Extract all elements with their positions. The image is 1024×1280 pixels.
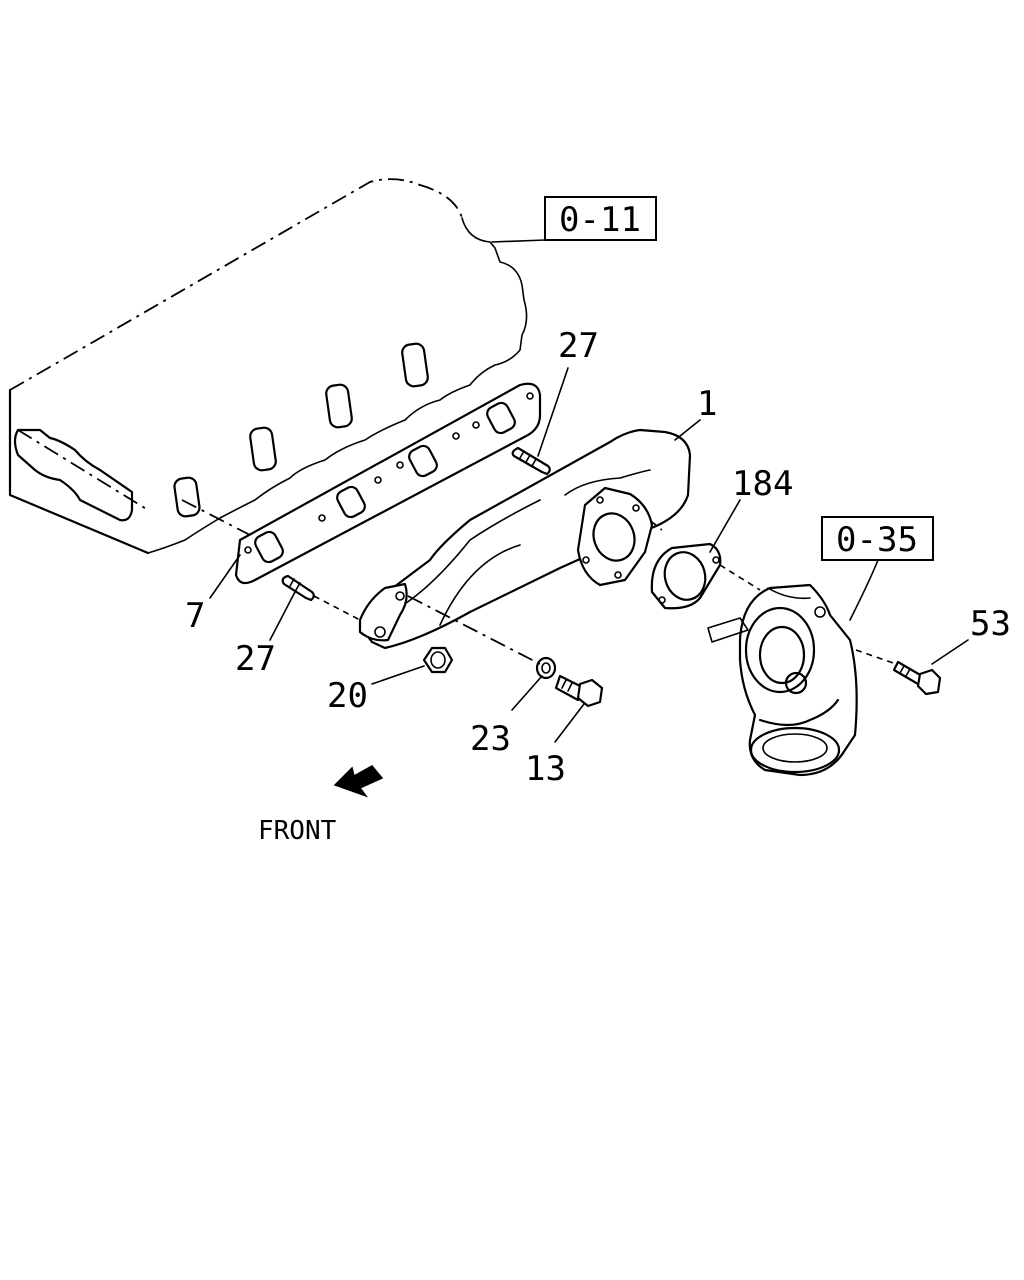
manifold-gasket — [234, 382, 542, 585]
centerlines — [407, 521, 897, 665]
washer — [535, 656, 557, 680]
stud-top — [511, 446, 551, 476]
reference-box-0-11[interactable]: 0-11 — [544, 196, 657, 241]
callout-53[interactable]: 53 — [970, 604, 1011, 644]
stud-bottom — [281, 574, 361, 621]
exhaust-valve-assembly — [707, 583, 858, 777]
cylinder-head-outline — [8, 178, 528, 555]
callout-7[interactable]: 7 — [185, 596, 205, 636]
callout-1[interactable]: 1 — [697, 384, 717, 424]
outlet-gasket — [650, 542, 722, 610]
callout-27-bottom[interactable]: 27 — [235, 639, 276, 679]
nut — [422, 646, 454, 674]
exhaust-manifold — [358, 428, 692, 650]
bolt — [554, 674, 604, 708]
callout-27-top[interactable]: 27 — [558, 326, 599, 366]
reference-label-0-35: 0-35 — [836, 520, 918, 560]
callout-184[interactable]: 184 — [732, 464, 793, 504]
reference-box-0-35[interactable]: 0-35 — [821, 516, 934, 561]
leader-lines — [209, 239, 969, 743]
front-label: FRONT — [258, 816, 337, 846]
bolt-valve — [892, 660, 942, 696]
callout-23[interactable]: 23 — [470, 719, 511, 759]
callout-13[interactable]: 13 — [525, 749, 566, 789]
callout-20[interactable]: 20 — [327, 676, 368, 716]
front-arrow-icon — [333, 765, 384, 798]
reference-label-0-11: 0-11 — [559, 200, 641, 240]
